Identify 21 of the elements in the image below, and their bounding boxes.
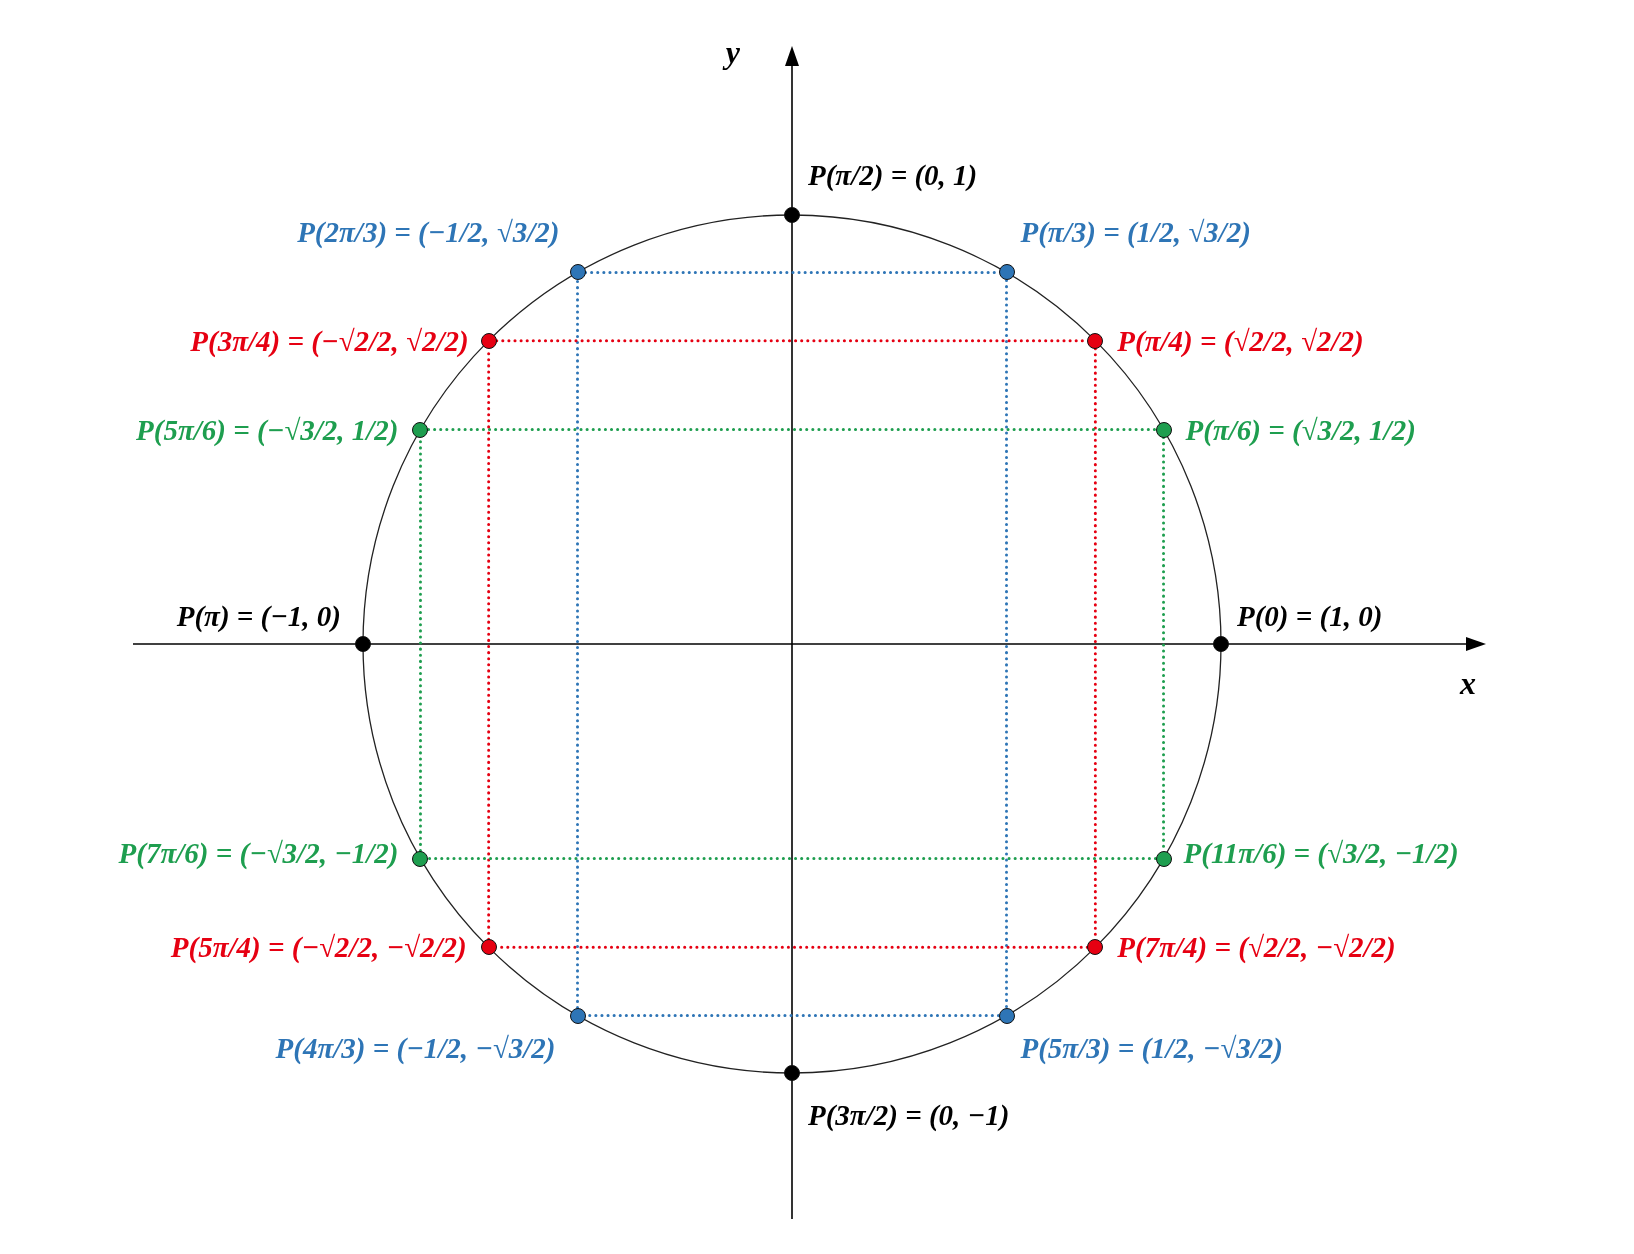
coordinate-label: P(7π/4) = (√2/2, −√2/2) [1117,932,1396,962]
coordinate-label: P(π/4) = (√2/2, √2/2) [1117,326,1364,356]
coordinate-label: P(11π/6) = (√3/2, −1/2) [1183,838,1459,867]
coordinate-label: P(7π/6) = (−√3/2, −1/2) [118,838,399,867]
coordinate-label: P(5π/3) = (1/2, −√3/2) [1020,1033,1283,1062]
dotted-line [576,279,579,1009]
coordinate-label: P(0) = (1, 0) [1237,601,1383,631]
coordinate-label: P(3π/4) = (−√2/2, √2/2) [190,326,469,356]
coordinate-label: P(π/6) = (√3/2, 1/2) [1185,415,1416,444]
axis-label: x [1460,667,1476,699]
coordinate-label: P(5π/4) = (−√2/2, −√2/2) [170,932,467,962]
coordinate-label: P(4π/3) = (−1/2, −√3/2) [275,1033,556,1062]
coordinate-label: P(5π/6) = (−√3/2, 1/2) [136,415,399,444]
coordinate-label: P(3π/2) = (0, −1) [808,1100,1010,1130]
coordinate-label: P(π) = (−1, 0) [176,601,341,631]
dotted-line [1005,279,1008,1009]
dotted-line [427,857,1157,860]
coordinate-label: P(π/2) = (0, 1) [808,160,978,190]
coordinate-label: P(π/3) = (1/2, √3/2) [1020,217,1251,247]
dotted-line [427,428,1157,431]
coordinate-label: P(2π/3) = (−1/2, √3/2) [297,217,560,247]
